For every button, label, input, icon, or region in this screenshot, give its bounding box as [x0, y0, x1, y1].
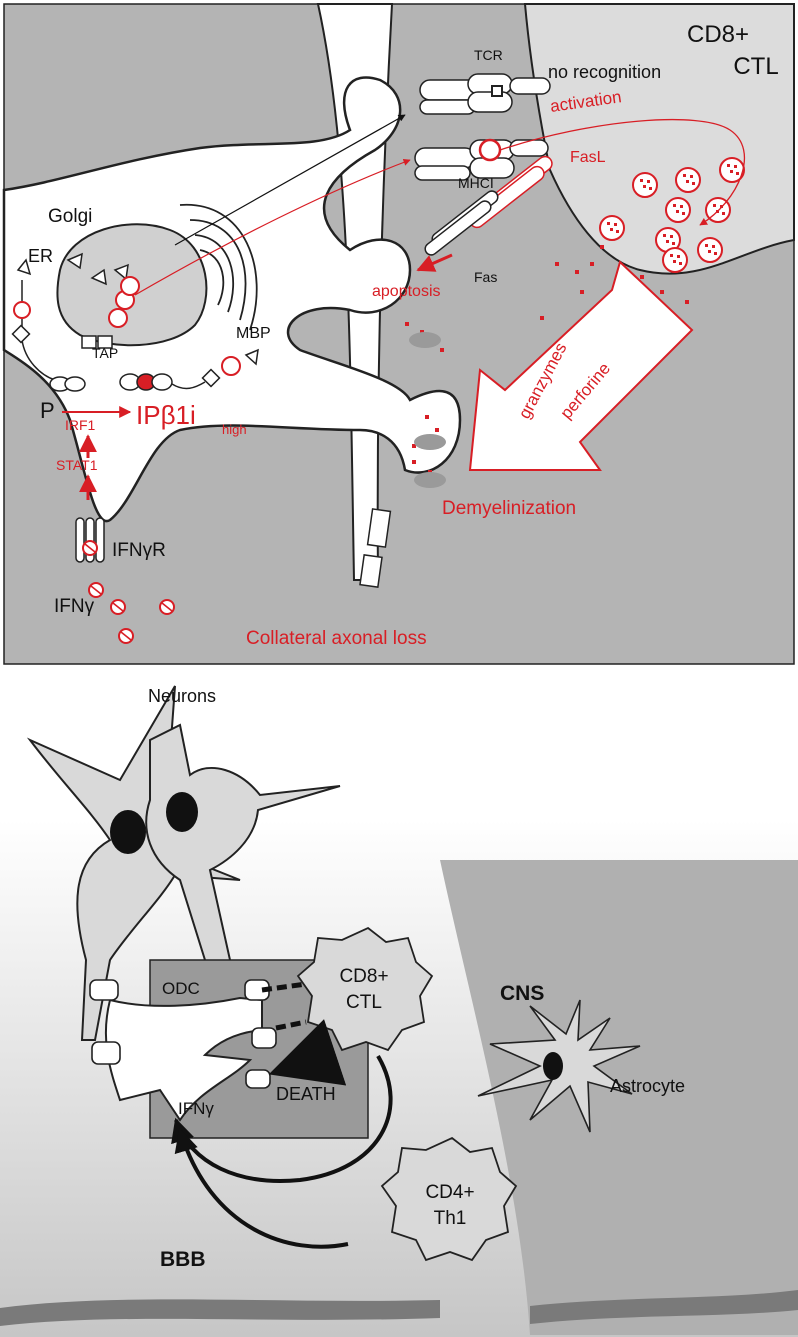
- presentation-arrows: [134, 114, 746, 296]
- label-er: ER: [28, 246, 53, 266]
- top-panel: CD8+ CTL TCR no recognition activation M…: [2, 3, 795, 665]
- tcr-mhc-complex: [419, 73, 551, 115]
- label-cd8-bottom: CD8+: [339, 966, 388, 987]
- label-tcr: TCR: [474, 47, 503, 63]
- label-cd4: CD4+: [425, 1182, 474, 1203]
- fasl-fas-pair: [424, 155, 553, 256]
- label-irf1: IRF1: [65, 417, 96, 433]
- bbb-membrane-right: [530, 1290, 798, 1324]
- label-golgi: Golgi: [48, 206, 92, 227]
- label-cd8-top: CD8+: [687, 21, 749, 48]
- mbp-peptide-chain: [171, 348, 259, 390]
- label-bbb: BBB: [160, 1248, 206, 1271]
- label-ctl-top: CTL: [733, 53, 778, 80]
- label-stat1: STAT1: [56, 457, 98, 473]
- label-mhci: MHCI: [458, 175, 494, 191]
- label-th1: Th1: [434, 1208, 467, 1229]
- cd4-th1-cell: [380, 1136, 518, 1262]
- mhci-activated-complex: [414, 138, 549, 181]
- label-ipb1i: IPβ1i: [136, 400, 196, 430]
- label-cns: CNS: [500, 982, 544, 1005]
- neuron-left-nucleus: [110, 810, 146, 854]
- bbb-membrane: [0, 1299, 440, 1326]
- label-p: P: [40, 398, 55, 423]
- peptide-chain: [11, 258, 56, 381]
- ifng-receptor: [75, 517, 105, 563]
- label-mbp: MBP: [236, 325, 271, 342]
- odc-cell: [104, 996, 263, 1122]
- loop-arrow-ctl: [171, 1054, 393, 1183]
- label-death: DEATH: [276, 1084, 336, 1104]
- immunoproteasome: [119, 373, 173, 391]
- label-apoptosis: apoptosis: [372, 283, 441, 300]
- label-fasl: FasL: [570, 149, 606, 166]
- label-ifngr: IFNγR: [112, 540, 166, 561]
- label-no-recognition: no recognition: [548, 62, 661, 82]
- label-odc: ODC: [162, 979, 200, 998]
- label-high: high: [222, 422, 247, 437]
- label-neurons: Neurons: [148, 686, 216, 706]
- label-ctl-bottom: CTL: [346, 992, 382, 1013]
- label-collateral-axonal-loss: Collateral axonal loss: [246, 628, 427, 649]
- er-peptides: [66, 252, 140, 328]
- neuron-right-nucleus: [166, 792, 198, 832]
- bottom-panel: Neurons ODC CD8+ CTL CNS DEATH IFNγ Astr…: [0, 685, 798, 1337]
- label-fas: Fas: [474, 269, 497, 285]
- proteasome-left: [49, 376, 86, 392]
- tap-transporter: [81, 335, 113, 349]
- astrocyte-nucleus: [543, 1052, 563, 1080]
- golgi-apparatus: [179, 204, 258, 331]
- label-ifng-top: IFNγ: [54, 596, 95, 617]
- myelin-damage-patches: [409, 332, 446, 488]
- axon-segments: [359, 508, 392, 588]
- ifn-signaling-arrows: [62, 406, 132, 500]
- label-ifng-bottom: IFNγ: [178, 1099, 214, 1118]
- granzymes-perforine-arrow: [468, 260, 694, 471]
- label-demyelinization: Demyelinization: [442, 498, 576, 519]
- loop-arrow-th1: [174, 1127, 349, 1249]
- cns-region: [440, 860, 798, 1335]
- label-tap: TAP: [92, 345, 118, 361]
- death-arrow: [268, 1019, 347, 1086]
- label-astrocyte: Astrocyte: [610, 1076, 685, 1096]
